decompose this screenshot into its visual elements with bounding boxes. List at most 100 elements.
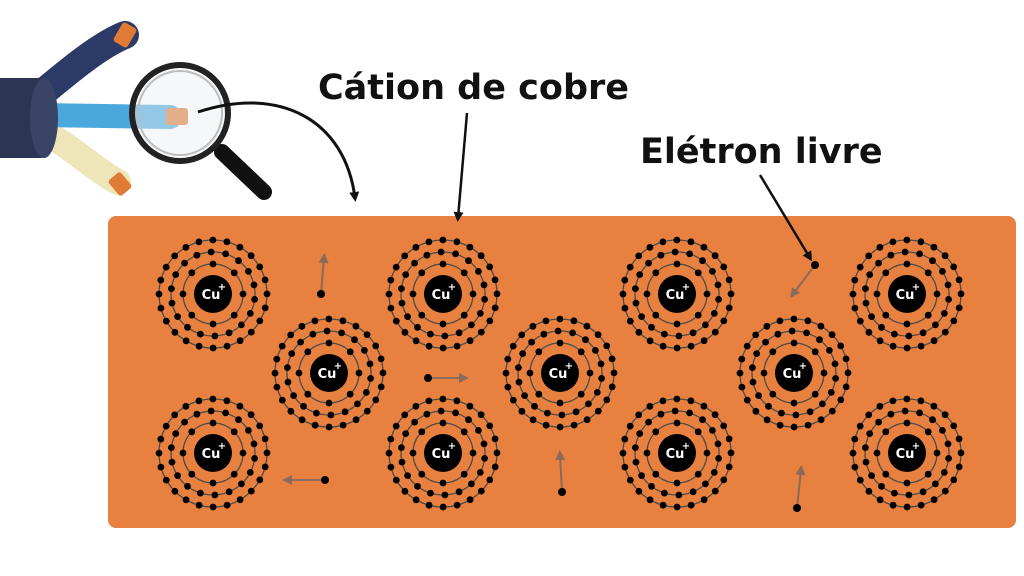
bound-electron [247,252,255,260]
bound-electron [453,397,461,405]
bound-electron [409,449,417,457]
bound-electron [826,347,833,354]
bound-electron [673,320,681,328]
bound-electron [172,271,180,278]
bound-electron [950,476,958,484]
bound-electron [749,378,757,386]
ion-core [775,354,813,392]
bound-electron [844,369,852,377]
bound-electron [155,290,163,298]
ion-symbol: Cu [432,447,451,462]
bound-electron [868,472,875,479]
bound-electron [477,411,485,419]
bound-electron [502,369,510,377]
bound-electron [223,238,231,246]
bound-electron [235,416,242,424]
bound-electron [385,449,393,457]
bound-electron [940,469,948,476]
bound-electron [592,347,599,354]
bound-electron [411,418,418,426]
bound-electron [652,470,660,478]
bound-electron [903,344,911,352]
bound-electron [856,317,864,325]
bound-electron [806,408,814,416]
bound-electron [687,238,695,246]
bound-electron [632,299,640,307]
bound-electron [905,491,913,499]
bound-electron [168,458,176,466]
bound-electron [714,281,722,289]
bound-electron [950,422,958,430]
bound-electron [188,311,196,319]
bound-electron [392,317,400,325]
bound-electron [929,257,936,265]
bound-electron [621,304,629,312]
bound-electron [556,315,564,323]
ion-charge: + [682,441,690,452]
bound-electron [453,238,461,246]
bound-electron [917,501,925,509]
free-electron-dot [424,374,432,382]
bound-electron [392,422,400,430]
bound-electron [263,449,271,457]
bound-electron [556,399,564,407]
bound-electron [168,285,175,292]
bound-electron [703,449,711,457]
ion-symbol: Cu [432,288,451,303]
bound-electron [945,296,952,303]
bound-electron [418,470,426,478]
bound-electron [439,236,447,244]
bound-electron [694,269,702,277]
bound-electron [608,355,616,363]
bound-electron [842,355,850,363]
copper-ion: Cu+ [155,236,271,352]
bound-electron [387,463,395,471]
bound-electron [710,469,718,476]
bound-electron [652,428,660,436]
ion-charge: + [682,282,690,293]
bound-electron [710,310,718,317]
bound-electron [632,285,639,292]
bound-electron [261,304,269,312]
bound-electron [418,428,426,436]
bound-electron [778,409,785,417]
bound-electron [646,402,654,410]
bound-electron [439,503,447,511]
motion-arrow [318,253,329,295]
bound-electron [811,390,819,398]
bound-electron [903,236,911,244]
bound-electron [711,487,719,495]
copper-ion: Cu+ [619,395,735,511]
bound-electron [468,321,475,329]
bound-electron [278,342,286,350]
ion-charge: + [334,361,342,372]
ion-core [194,275,232,313]
bound-electron [661,489,668,497]
copper-ion: Cu+ [502,315,618,431]
bound-electron [247,411,255,419]
bound-electron [261,276,269,284]
bound-electron [673,344,681,352]
bound-electron [162,317,170,325]
bound-electron [776,317,784,325]
bound-electron [955,304,963,312]
bound-electron [298,416,306,424]
bound-electron [865,487,873,495]
bound-electron [184,482,191,490]
bound-electron [851,463,859,471]
bound-electron [323,327,331,335]
bound-electron [157,463,165,471]
bound-electron [168,299,176,307]
bound-electron [235,257,242,265]
bound-electron [610,369,618,377]
bound-electron [725,276,733,284]
bound-electron [162,422,170,430]
bound-electron [171,252,179,260]
bound-electron [736,369,744,377]
bound-electron [453,342,461,350]
cation-leader-line [453,112,469,222]
bound-electron [247,328,255,336]
bound-electron [763,416,771,424]
ion-symbol: Cu [666,288,685,303]
bound-electron [352,416,360,424]
